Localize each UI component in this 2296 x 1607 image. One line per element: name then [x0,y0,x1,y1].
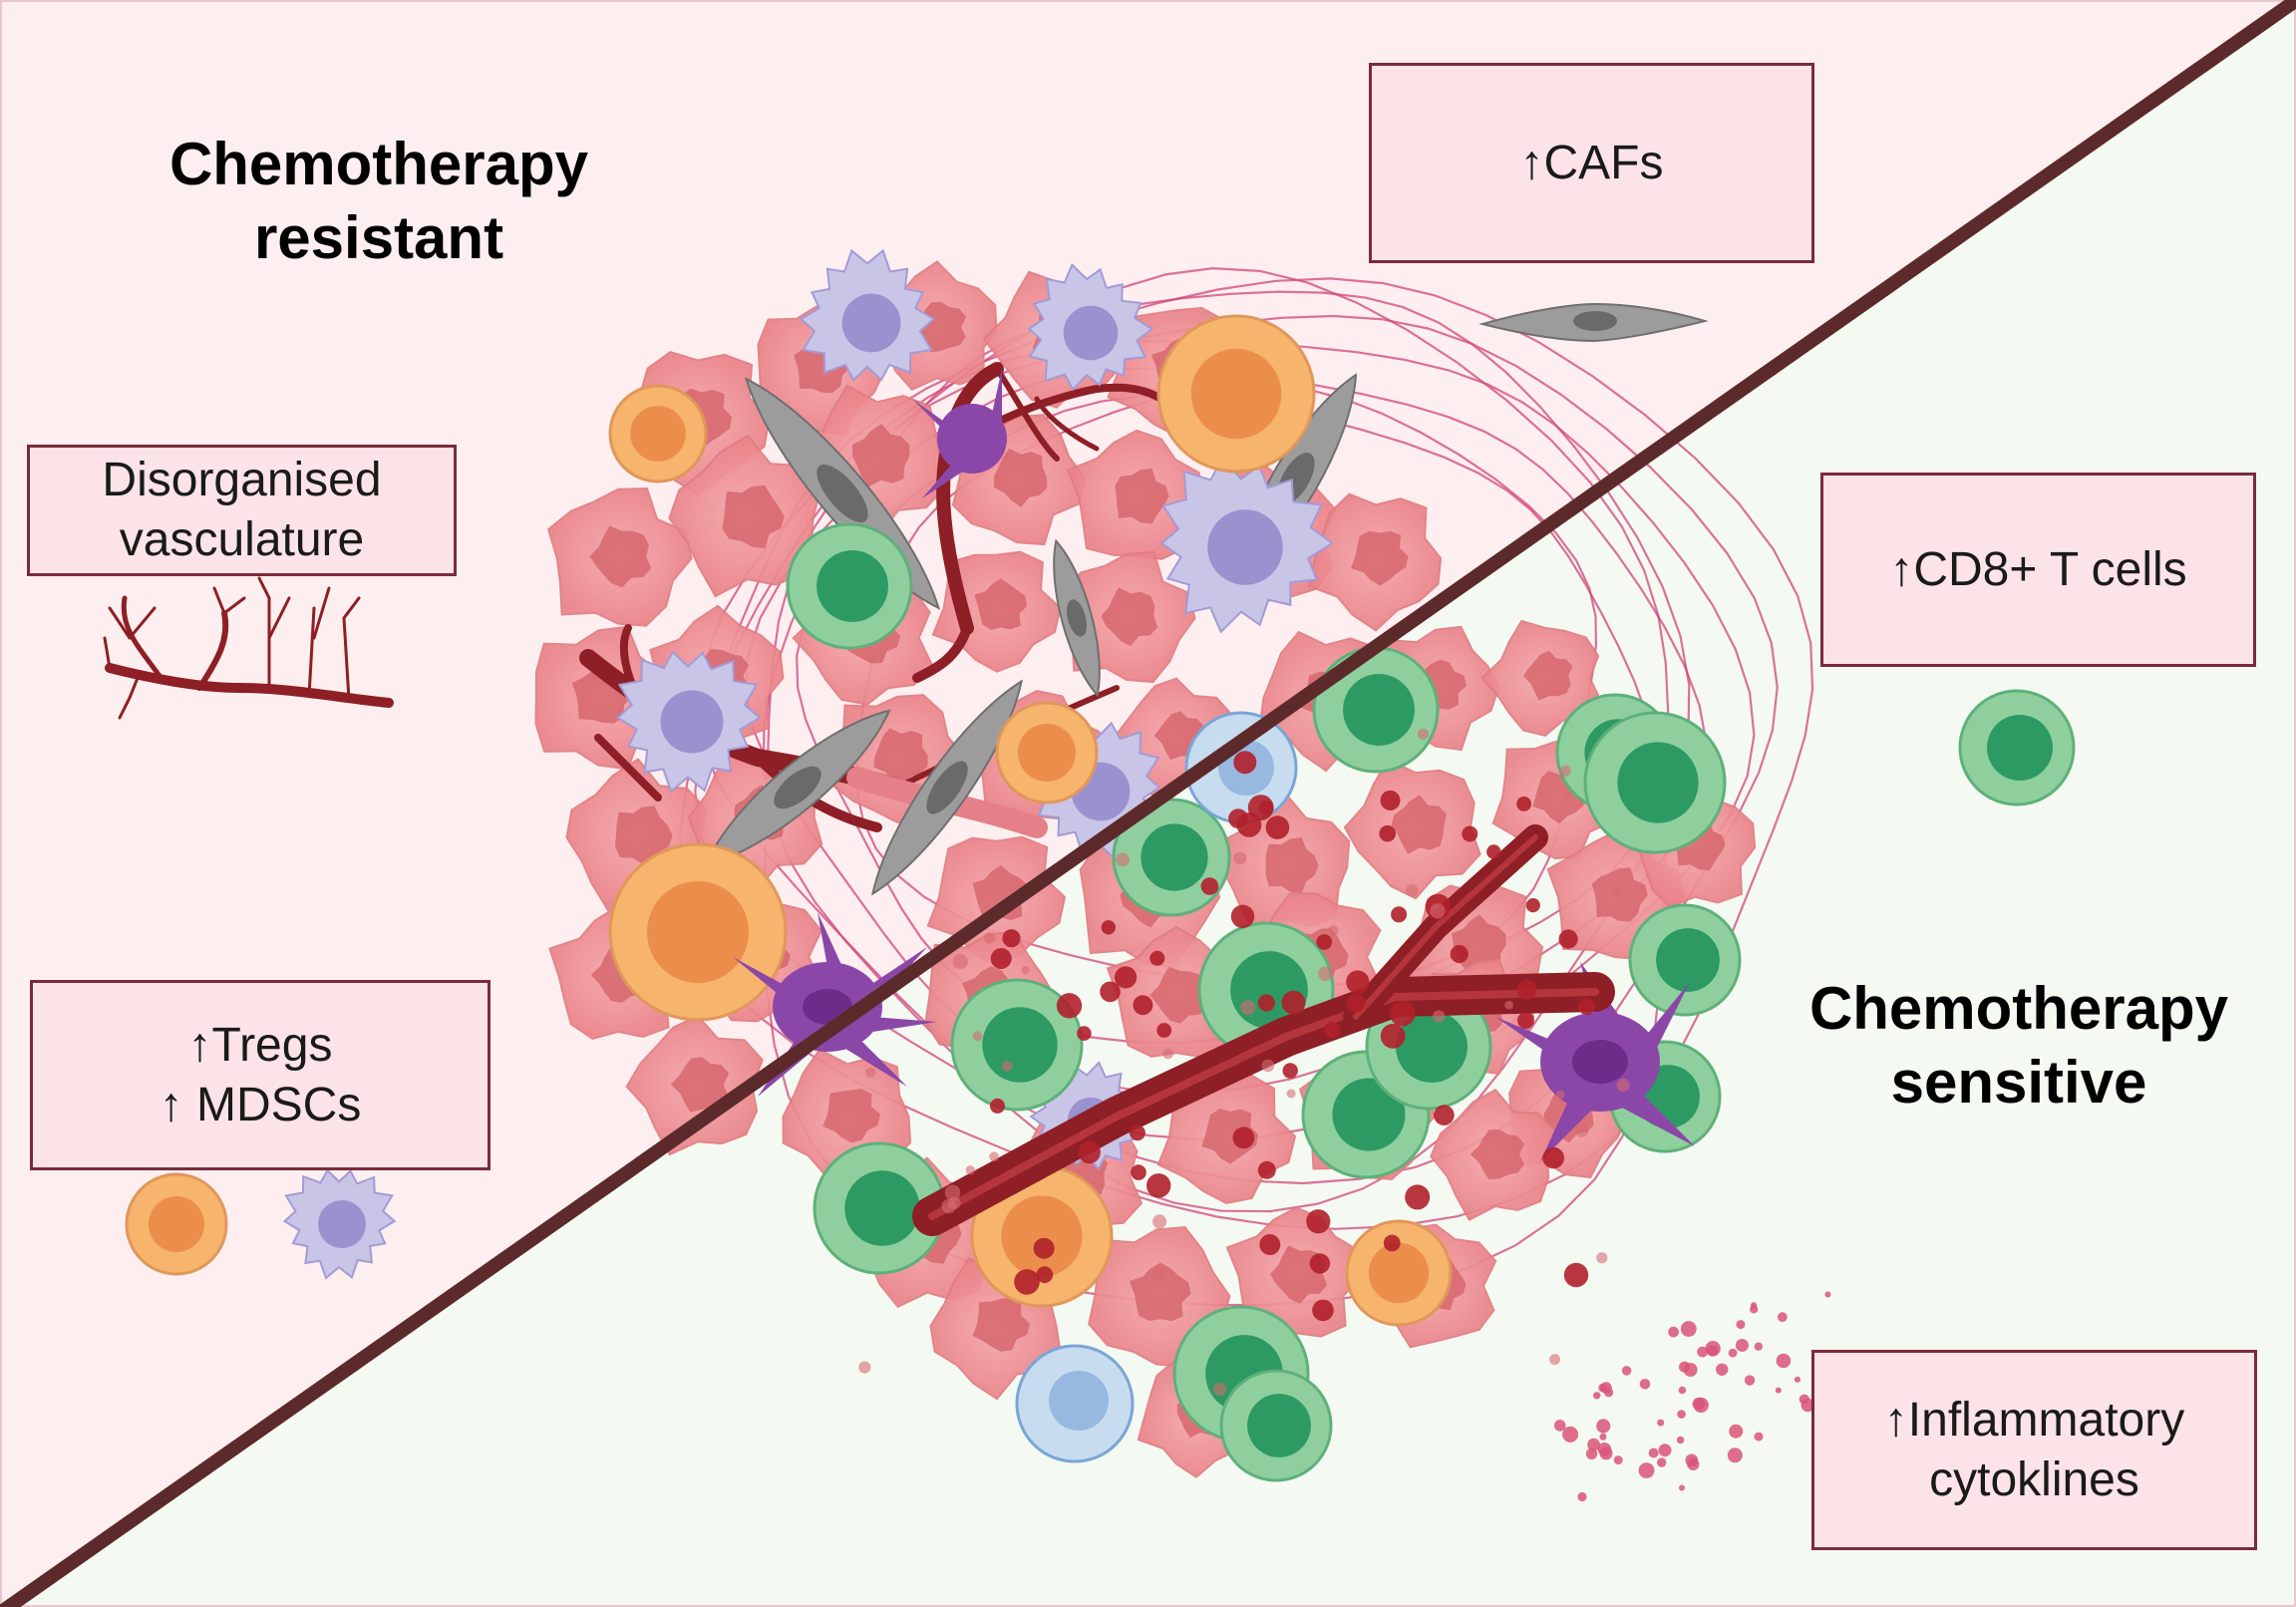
cd8-legend-icon [1958,689,2076,806]
tregs-mdscs-box: ↑Tregs ↑ MDSCs [30,980,491,1170]
vasculature-legend-icon [103,576,394,720]
cd8-label: ↑CD8+ T cells [1889,542,2187,596]
heading-resistant-line-2: resistant [253,204,504,271]
vasculature-label-line-1: Disorganised [102,454,382,506]
cytokines-label-line-2: cytoklines [1929,1452,2139,1506]
heading-sensitive-line-2: sensitive [1890,1049,2147,1116]
heading-resistant-line-1: Chemotherapy [168,131,589,197]
dendritic-cells [733,369,1695,1161]
treg-cells [608,314,1453,1327]
heading-chemotherapy-resistant: Chemotherapy resistant [130,128,628,275]
cd8-box: ↑CD8+ T cells [1820,473,2256,667]
heading-chemotherapy-sensitive: Chemotherapy sensitive [1775,972,2263,1120]
tregs-label: ↑Tregs [187,1018,333,1072]
cytokines-label-line-1: ↑Inflammatory [1883,1393,2185,1446]
vasculature-box: Disorganised vasculature [27,445,457,576]
mdscs-label: ↑ MDSCs [159,1078,362,1131]
cytokine-legend-icon [1553,1291,1831,1502]
treg-legend-icon [125,1172,228,1276]
organised-vessel [912,824,1615,1236]
vasculature-label-line-2: vasculature [119,513,365,566]
heading-sensitive-line-1: Chemotherapy [1808,975,2229,1042]
cafs-label: ↑CAFs [1519,136,1664,189]
mdsc-cells [615,248,1334,1171]
mdsc-legend-icon [282,1168,397,1280]
cytokines-box: ↑Inflammatory cytoklines [1811,1350,2257,1550]
cytokine-dots [858,728,1630,1396]
caf-legend-icon [1478,302,1709,343]
cafs-box: ↑CAFs [1369,63,1814,263]
